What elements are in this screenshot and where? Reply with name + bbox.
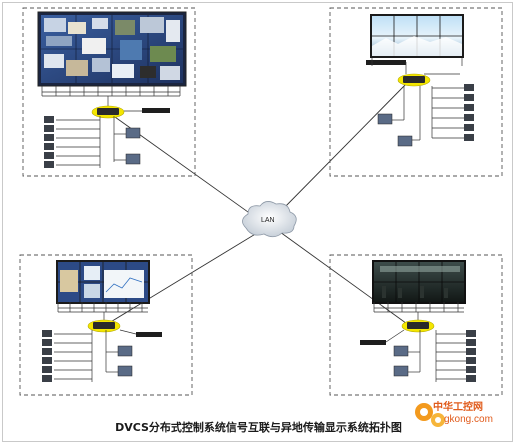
watermark-logo <box>415 403 445 427</box>
site-bottom-right <box>360 260 476 382</box>
lan-label: LAN <box>261 217 275 224</box>
decoder-bottom-left <box>136 332 162 337</box>
watermark-url: gkong.com <box>444 414 493 425</box>
site-box-bottom-right <box>329 254 503 396</box>
lan-cloud: LAN <box>242 201 297 238</box>
link-top-right <box>279 79 411 213</box>
site-bottom-left <box>42 260 162 382</box>
site-box-top-right <box>329 7 503 177</box>
decoder-top-right <box>366 60 406 65</box>
site-top-right <box>366 14 474 147</box>
site-top-left <box>37 11 187 168</box>
site-box-bottom-left <box>19 254 193 396</box>
site-box-top-left <box>22 7 196 177</box>
diagram-caption: DVCS分布式控制系统信号互联与异地传输显示系统拓扑图 <box>115 421 402 434</box>
outer-frame <box>2 2 513 442</box>
decoder-top-left <box>142 108 170 113</box>
decoder-bottom-right <box>360 340 386 345</box>
watermark-name: 中华工控网 <box>433 402 483 413</box>
